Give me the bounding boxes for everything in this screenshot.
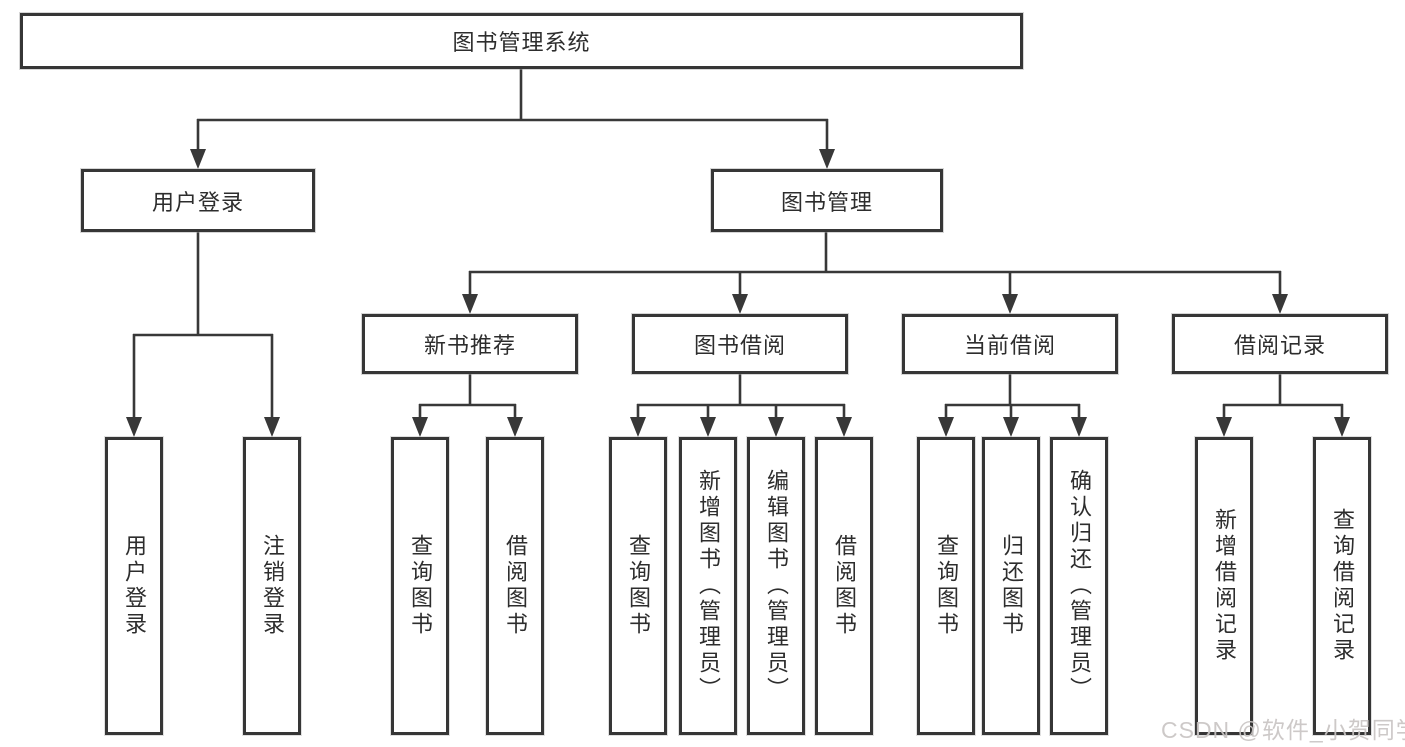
node-user-login-branch: 用户登录 <box>81 169 315 232</box>
leaf-query-books-borrow: 查询图书 <box>609 437 667 735</box>
node-current-borrowing: 当前借阅 <box>902 314 1118 374</box>
leaf-label: 新增借阅记录 <box>1212 508 1237 664</box>
node-label: 新书推荐 <box>423 333 516 358</box>
leaf-label: 归还图书 <box>999 534 1024 638</box>
leaf-return-book: 归还图书 <box>982 437 1040 735</box>
leaf-confirm-return-admin: 确认归还（管理员） <box>1050 437 1108 735</box>
node-borrowing-records: 借阅记录 <box>1172 314 1388 374</box>
leaf-label: 查询图书 <box>408 534 433 638</box>
leaf-query-books-current: 查询图书 <box>917 437 975 735</box>
leaf-add-borrow-record: 新增借阅记录 <box>1195 437 1253 735</box>
leaf-label: 查询图书 <box>626 534 651 638</box>
leaf-query-borrow-record: 查询借阅记录 <box>1313 437 1371 735</box>
leaf-label: 查询借阅记录 <box>1330 508 1355 664</box>
leaf-label: 借阅图书 <box>503 534 528 638</box>
leaf-label: 借阅图书 <box>832 534 857 638</box>
leaf-label: 查询图书 <box>934 534 959 638</box>
node-label: 借阅记录 <box>1233 333 1326 358</box>
leaf-logout: 注销登录 <box>243 437 301 735</box>
node-label: 图书借阅 <box>693 333 786 358</box>
leaf-label: 确认归还（管理员） <box>1067 469 1092 703</box>
leaf-query-books-recommend: 查询图书 <box>391 437 449 735</box>
leaf-label: 用户登录 <box>122 534 147 638</box>
leaf-label: 注销登录 <box>260 534 285 638</box>
node-label: 图书管理系统 <box>452 30 591 55</box>
leaf-borrow-books: 借阅图书 <box>815 437 873 735</box>
node-book-management-branch: 图书管理 <box>711 169 943 232</box>
csdn-watermark: CSDN @软件_小贺同学 <box>1161 717 1405 743</box>
node-library-management-system: 图书管理系统 <box>20 13 1023 69</box>
leaf-borrow-books-recommend: 借阅图书 <box>486 437 544 735</box>
leaf-label: 编辑图书（管理员） <box>764 469 789 703</box>
node-label: 当前借阅 <box>963 333 1056 358</box>
node-label: 用户登录 <box>151 189 244 215</box>
node-book-borrowing: 图书借阅 <box>632 314 848 374</box>
leaf-add-book-admin: 新增图书（管理员） <box>679 437 737 735</box>
leaf-edit-book-admin: 编辑图书（管理员） <box>747 437 805 735</box>
leaf-user-login: 用户登录 <box>105 437 163 735</box>
node-new-book-recommend: 新书推荐 <box>362 314 578 374</box>
leaf-label: 新增图书（管理员） <box>696 469 721 703</box>
node-label: 图书管理 <box>780 189 873 215</box>
